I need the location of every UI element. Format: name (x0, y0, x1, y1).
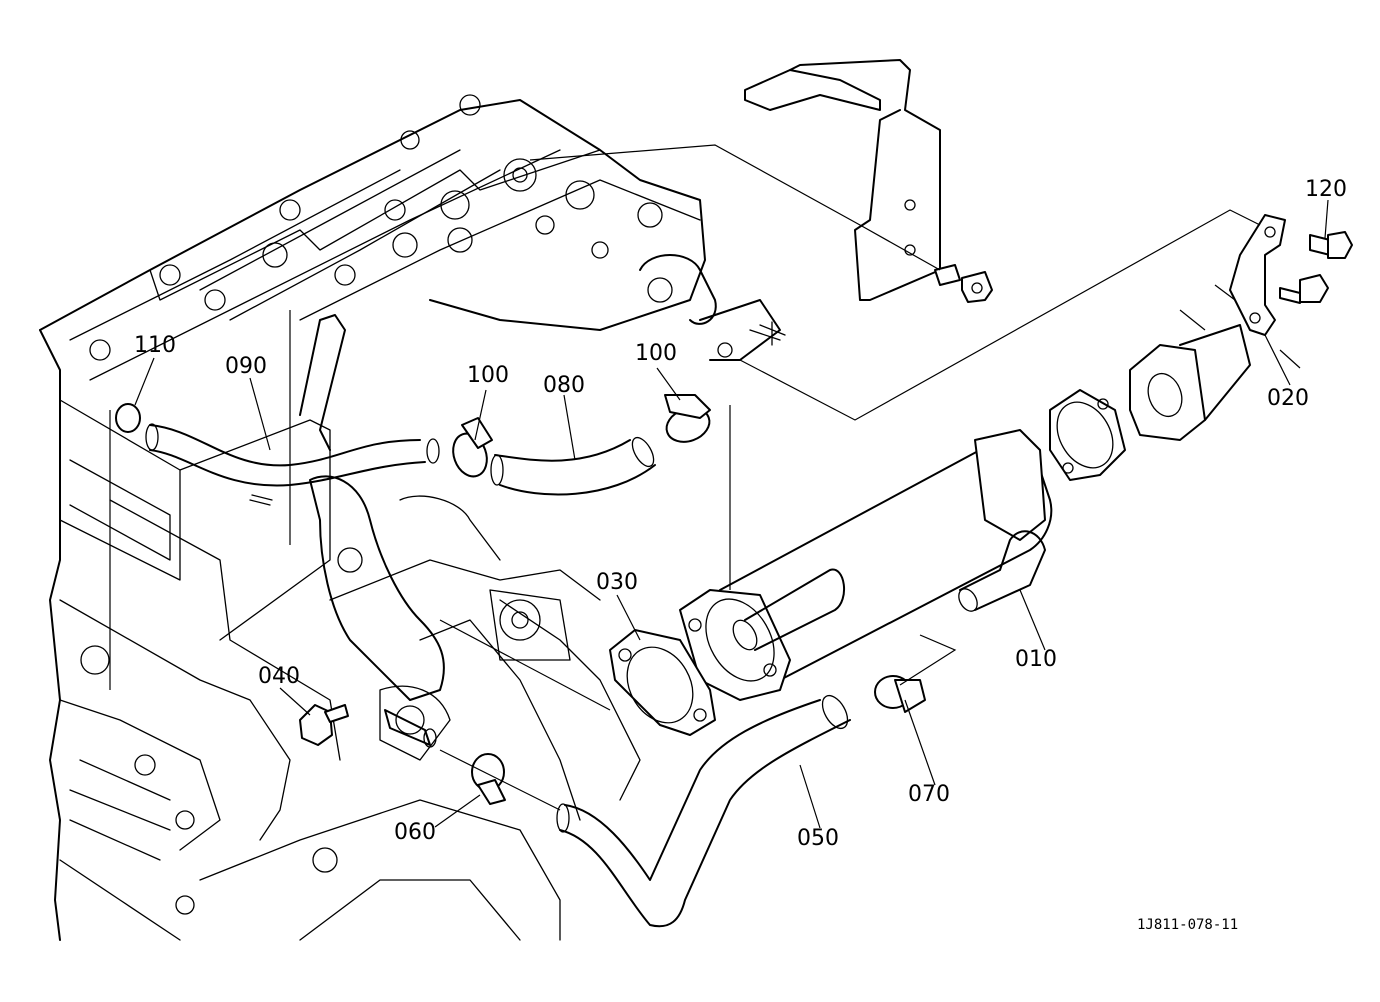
clamp-100-left-drawing (452, 417, 493, 478)
bracket-020-drawing (1229, 214, 1286, 336)
label-leader-lines (134, 199, 1329, 829)
part-label-110: 110 (134, 333, 176, 358)
o-ring-110-drawing (115, 403, 141, 433)
bolt-040-drawing (299, 704, 349, 746)
part-label-010: 010 (1015, 647, 1057, 672)
assembly-lines (109, 144, 1301, 811)
clamp-060-drawing (471, 753, 506, 805)
egr-flange-drawing (1129, 324, 1251, 441)
hose-090-drawing (145, 314, 440, 487)
part-label-020: 020 (1267, 386, 1309, 411)
mounting-bracket-drawing (744, 59, 993, 303)
part-label-090: 090 (225, 354, 267, 379)
gasket-upper-drawing (1049, 389, 1126, 481)
hose-080-drawing (490, 436, 656, 496)
engine-block-drawing (39, 94, 786, 941)
gasket-030-drawing (609, 629, 716, 736)
bolt-120-drawing (1279, 231, 1353, 304)
clamp-070-drawing (874, 675, 926, 713)
part-label-070: 070 (908, 782, 950, 807)
egr-cooler-drawing (679, 429, 1053, 701)
part-label-040: 040 (258, 664, 300, 689)
part-label-060: 060 (394, 820, 436, 845)
clamp-100-right-drawing (664, 394, 711, 443)
part-label-120: 120 (1305, 177, 1347, 202)
pipe-stub-drawing (384, 709, 437, 748)
figure-code: 1J811-078-11 (1137, 917, 1238, 933)
part-label-050: 050 (797, 826, 839, 851)
hose-050-drawing (556, 694, 851, 928)
part-label-100-right: 100 (635, 341, 677, 366)
part-label-030: 030 (596, 570, 638, 595)
part-label-080: 080 (543, 373, 585, 398)
part-label-100-left: 100 (467, 363, 509, 388)
